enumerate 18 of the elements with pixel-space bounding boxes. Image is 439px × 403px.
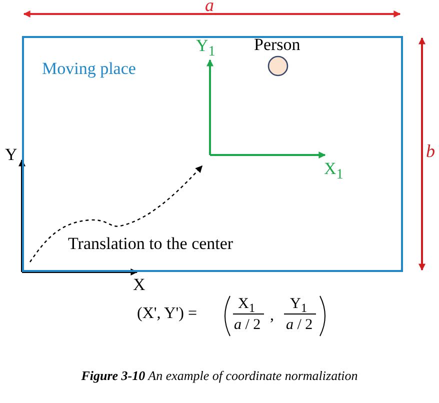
formula-text: Y$_{1}$ <box>290 297 308 314</box>
formula-text: (X', Y') = <box>137 306 197 322</box>
annotation-text: Translation to the center <box>68 235 234 252</box>
axis-label: Y <box>5 146 18 163</box>
region-frame <box>22 36 403 272</box>
formula-text: X$_{1}$ <box>238 297 256 314</box>
axis-label: X$_{1}$ <box>324 160 344 182</box>
formula-text: a / 2 <box>234 318 261 333</box>
dimension-label: a <box>205 0 214 14</box>
person-label: Person <box>254 36 300 53</box>
figure-caption: Figure 3-10 An example of coordinate normalization <box>80 369 359 382</box>
region-label: Moving place <box>42 60 136 77</box>
dimension-label: b <box>426 142 435 160</box>
axis-label: X <box>133 276 146 293</box>
formula-text: , <box>270 308 274 324</box>
person-marker <box>254 36 302 78</box>
axis-label: Y$_{1}$ <box>196 37 216 59</box>
formula-text: a / 2 <box>286 318 313 333</box>
